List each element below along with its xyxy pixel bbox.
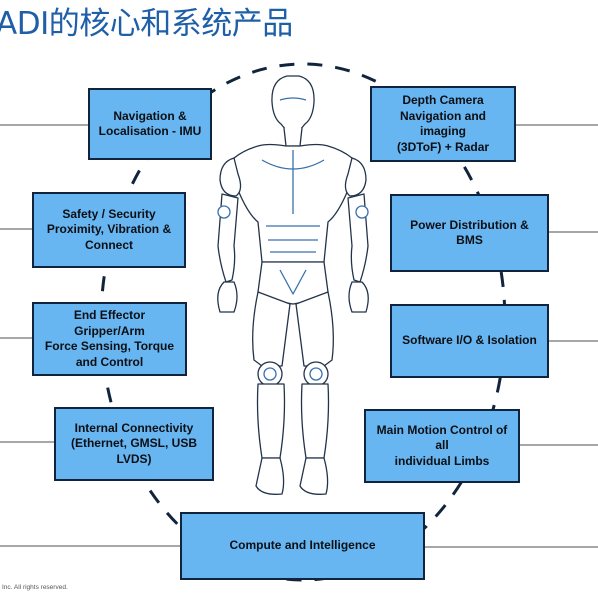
box-depth-camera: Depth Camera Navigation and imaging (3DT… — [370, 86, 516, 162]
box-compute-intelligence: Compute and Intelligence — [180, 512, 425, 580]
box-safety-security: Safety / Security Proximity, Vibration &… — [32, 192, 186, 268]
humanoid-robot-icon — [217, 75, 369, 495]
page-title: ADI的核心和系统产品 — [0, 6, 293, 42]
left-connector-lines — [0, 124, 180, 547]
box-navigation-imu: Navigation & Localisation - IMU — [88, 88, 212, 160]
box-internal-connectivity: Internal Connectivity (Ethernet, GMSL, U… — [54, 407, 214, 481]
box-software-io: Software I/O & Isolation — [390, 304, 549, 378]
box-end-effector: End Effector Gripper/Arm Force Sensing, … — [32, 302, 187, 376]
box-power-distribution: Power Distribution & BMS — [390, 194, 549, 272]
right-connector-lines — [425, 124, 598, 548]
copyright-footer: Inc. All rights reserved. — [2, 584, 68, 591]
box-main-motion-control: Main Motion Control of all individual Li… — [364, 409, 520, 483]
